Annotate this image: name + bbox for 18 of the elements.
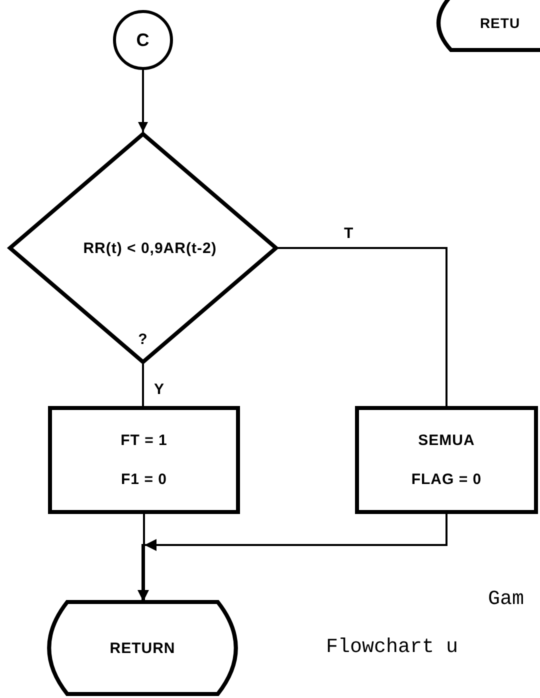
caption-text: Flowchart u [326, 636, 458, 659]
node-text: FLAG = 0 [411, 471, 482, 488]
process-box [48, 406, 240, 514]
connector-arrow [138, 514, 448, 600]
node-text: RETURN [110, 640, 176, 656]
connector-arrow [138, 70, 148, 132]
node-text: RR(t) < 0,9AR(t-2) [83, 240, 217, 256]
node-text: SEMUA [418, 432, 475, 449]
decision-diamond [8, 132, 278, 364]
node-text: F1 = 0 [121, 471, 167, 488]
node-text: FT = 1 [120, 432, 168, 449]
node-text: C [136, 30, 150, 50]
edge-label: Y [152, 382, 166, 397]
process-box [355, 406, 538, 514]
caption-text: Gam [488, 588, 524, 611]
node-text: RETU [480, 15, 520, 31]
edge-label: T [342, 226, 356, 241]
question-mark: ? [138, 331, 148, 348]
